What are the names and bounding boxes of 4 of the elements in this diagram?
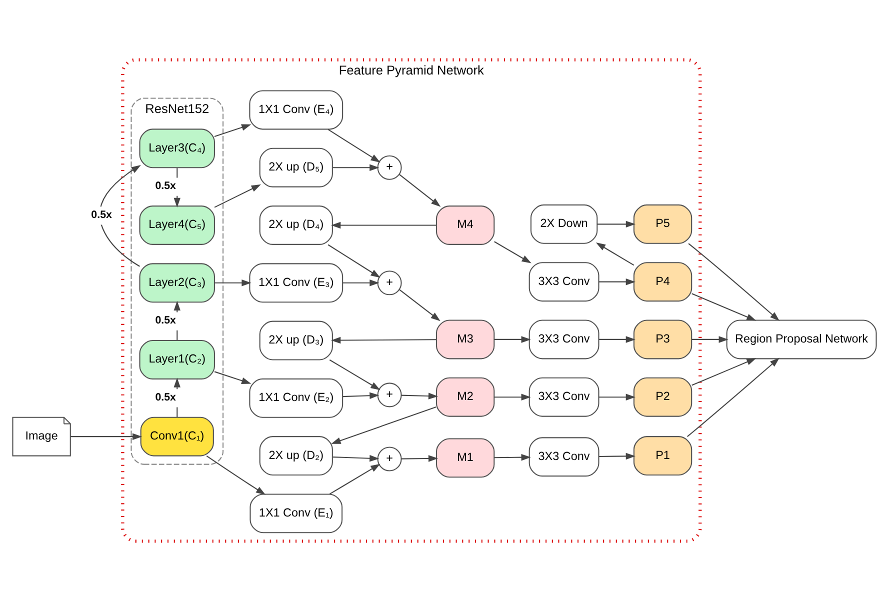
edge-label: 0.5x — [155, 180, 176, 192]
edge-label: 0.5x — [155, 314, 176, 326]
edge-label: 0.5x — [91, 208, 112, 221]
edge-label: 0.5x — [155, 391, 176, 404]
